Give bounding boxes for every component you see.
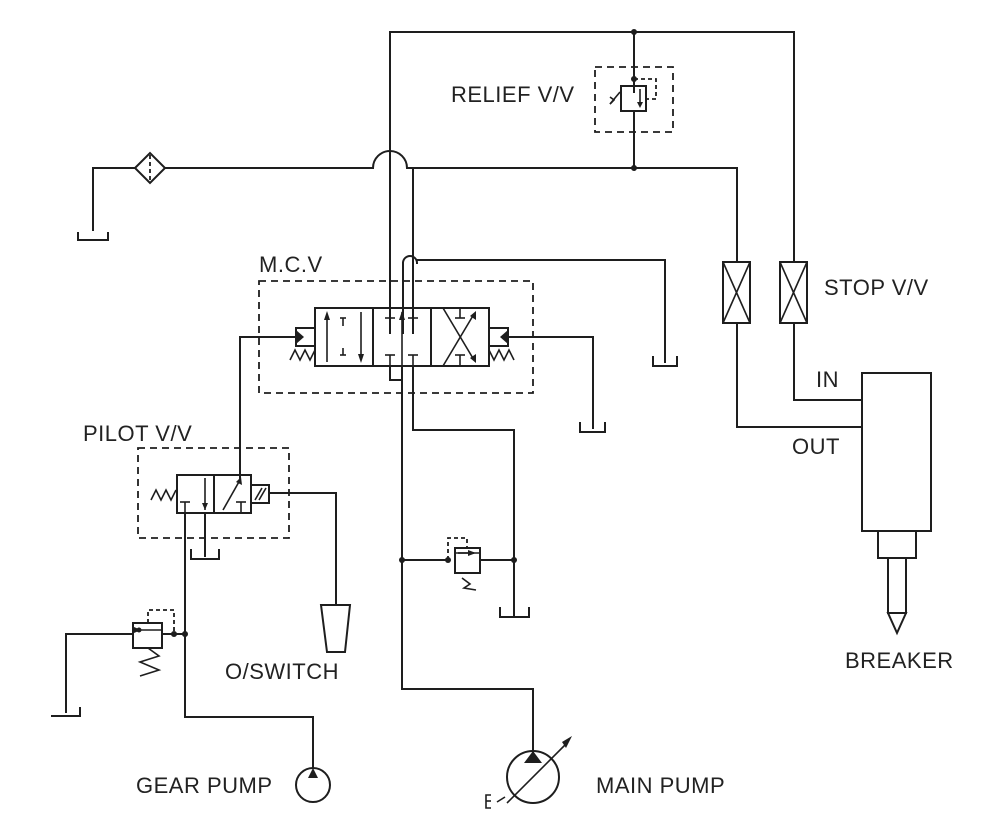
- tank-icon: [190, 549, 220, 560]
- gear-pump-label: GEAR PUMP: [136, 773, 273, 798]
- foot-switch-icon[interactable]: [319, 604, 352, 653]
- return-filter: [133, 151, 167, 185]
- gear-pump-lines: [184, 716, 314, 768]
- stop-valve-in[interactable]: [779, 261, 808, 324]
- on-off-switch-label: O/SWITCH: [225, 659, 339, 684]
- mcv-pilot-lines: [239, 336, 594, 479]
- breaker-chisel: [887, 557, 907, 614]
- pilot-valve: PILOT V/V: [83, 421, 290, 539]
- pilot-right-icon: [500, 330, 508, 344]
- mcv-lines: [401, 255, 678, 367]
- out-port-label: OUT: [792, 434, 840, 459]
- relief-valve-label: RELIEF V/V: [451, 82, 575, 107]
- solenoid-icon: [250, 484, 270, 504]
- pilot-valve-label: PILOT V/V: [83, 421, 192, 446]
- breaker-tip: [886, 612, 908, 636]
- adjustable-spring-icon: [461, 577, 477, 591]
- breaker-lines: [736, 322, 863, 428]
- filter-icon: [133, 151, 167, 185]
- gear-pump: GEAR PUMP: [136, 767, 331, 803]
- stop-valve-out[interactable]: [722, 261, 751, 324]
- tank-icon: [579, 422, 606, 433]
- relief-valve: RELIEF V/V: [451, 66, 674, 133]
- breaker-label: BREAKER: [845, 648, 954, 673]
- relief-valve-boundary: [594, 66, 674, 133]
- pilot-left-icon: [296, 330, 304, 344]
- breaker: BREAKER: [845, 372, 954, 673]
- mcv: M.C.V: [258, 252, 534, 394]
- tank-icon: [77, 232, 109, 241]
- spring-right-icon: [488, 348, 515, 362]
- main-pump: MAIN PUMP: [485, 736, 725, 809]
- breaker-body: [861, 372, 932, 532]
- return-line: [92, 150, 738, 263]
- stop-valve-label: STOP V/V: [824, 275, 929, 300]
- mcv-bottom-lines: [389, 336, 606, 753]
- in-port-label: IN: [816, 367, 839, 392]
- spring-left-icon: [289, 348, 316, 362]
- main-pump-label: MAIN PUMP: [596, 773, 725, 798]
- spring-icon: [150, 488, 177, 502]
- tank-filter: [77, 232, 109, 241]
- breaker-front-head: [877, 530, 917, 559]
- pilot-valve-lines: [184, 492, 337, 718]
- tank-icon: [652, 356, 678, 367]
- spring-icon: [137, 647, 162, 677]
- tank-icon: [51, 707, 81, 717]
- mcv-label: M.C.V: [259, 252, 323, 277]
- pilot-relief-valve: [51, 609, 188, 717]
- on-off-switch[interactable]: O/SWITCH: [225, 604, 352, 684]
- tank-icon: [499, 607, 530, 618]
- port-relief-valve: [399, 537, 530, 618]
